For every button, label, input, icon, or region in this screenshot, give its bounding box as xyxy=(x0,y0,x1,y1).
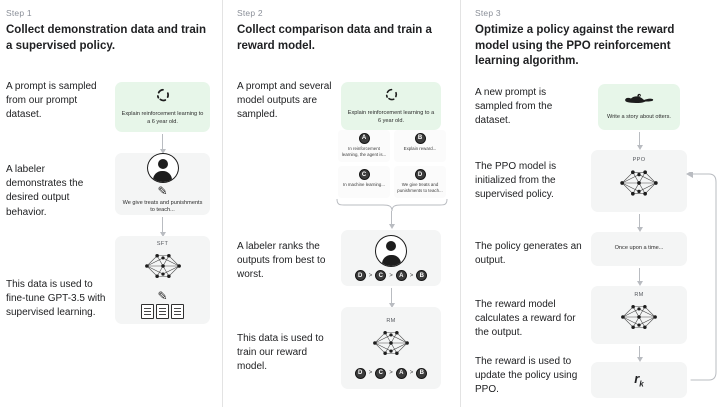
neural-net-icon xyxy=(616,165,662,206)
step-3-ppo-tag: PPO xyxy=(632,156,646,163)
neural-net-icon xyxy=(617,300,661,339)
step-3-output-text: Once upon a time... xyxy=(614,245,664,252)
rm-rank-badge-2: C xyxy=(375,367,387,379)
step-3-caption-4: The reward model calculates a reward for… xyxy=(475,299,576,339)
ppo-feedback-loop xyxy=(683,170,719,391)
step-1-sft-node[interactable]: SFT xyxy=(115,236,210,324)
output-text-b: Explain reward... xyxy=(403,145,437,151)
step-1-label: Step 1 xyxy=(6,8,32,18)
step-1-arrow-2 xyxy=(159,217,166,237)
step-2-rm-node[interactable]: RM xyxy=(341,307,441,389)
reward-symbol: rk xyxy=(634,371,644,389)
neural-net-icon xyxy=(369,326,413,365)
step-3-prompt-node[interactable]: Write a story about otters. xyxy=(598,84,680,130)
output-badge-b: B xyxy=(414,132,426,144)
output-badge-c: C xyxy=(358,169,370,180)
rank-badge-1: D xyxy=(354,270,366,281)
step-2-ranking-node[interactable]: D > C > A > B xyxy=(341,230,441,286)
rank-gt-2: > xyxy=(389,272,393,279)
step-2-title: Collect comparison data and train a rewa… xyxy=(237,24,432,52)
output-text-c: In machine learning... xyxy=(343,182,385,187)
step-1-caption-2: A labeler demonstrates the desired outpu… xyxy=(6,164,84,218)
step-1-column: Step 1 Collect demonstration data and tr… xyxy=(0,0,222,407)
otter-icon xyxy=(624,92,654,111)
output-card-a[interactable]: A In reinforcement learning, the agent i… xyxy=(338,129,390,162)
step-3-arrow-1 xyxy=(636,132,643,150)
rank-badge-3: A xyxy=(395,270,407,281)
rank-badge-2: C xyxy=(375,270,387,281)
person-icon xyxy=(146,153,179,183)
ranking-row-labeler: D > C > A > B xyxy=(354,270,428,281)
step-1-labeler-text: We give treats and punishments to teach.… xyxy=(122,199,203,214)
recycle-icon xyxy=(384,87,399,107)
step-2-prompt-node[interactable]: Explain reinforcement learning to a 6 ye… xyxy=(341,82,441,130)
output-card-b[interactable]: B Explain reward... xyxy=(394,129,446,162)
rm-rank-gt-3: > xyxy=(409,370,414,376)
step-2-rm-tag: RM xyxy=(386,317,396,324)
step-2-outputs-group: A In reinforcement learning, the agent i… xyxy=(333,129,451,199)
neural-net-icon xyxy=(141,249,185,288)
output-text-a: In reinforcement learning, the agent is.… xyxy=(341,145,387,157)
step-1-arrow-1 xyxy=(159,134,166,154)
step-2-caption-1: A prompt and several model outputs are s… xyxy=(237,81,332,121)
step-3-rm-tag: RM xyxy=(634,291,644,298)
step-1-prompt-node[interactable]: Explain reinforcement learning to a 6 ye… xyxy=(115,82,210,132)
step-3-caption-2: The PPO model is initialized from the su… xyxy=(475,161,557,201)
step-3-arrow-4 xyxy=(636,346,643,362)
rank-gt-1: > xyxy=(368,272,373,279)
step-2-caption-2: A labeler ranks the outputs from best to… xyxy=(237,241,326,281)
step-3-rm-node[interactable]: RM xyxy=(591,286,687,344)
step-3-reward-node[interactable]: rk xyxy=(591,362,687,398)
step-1-caption-1: A prompt is sampled from our prompt data… xyxy=(6,81,97,121)
output-badge-a: A xyxy=(358,132,370,144)
step-1-prompt-text: Explain reinforcement learning to a 6 ye… xyxy=(121,111,204,125)
output-text-d: We give treats and punishments to teach.… xyxy=(397,182,443,194)
ranking-row-rm: D > C > A > B xyxy=(354,367,428,379)
step-3-title: Optimize a policy against the reward mod… xyxy=(475,24,675,68)
rm-rank-badge-4: B xyxy=(416,367,428,379)
person-icon xyxy=(375,235,407,267)
step-3-caption-1: A new prompt is sampled from the dataset… xyxy=(475,87,553,127)
step-3-arrow-2 xyxy=(636,214,643,232)
rank-badge-4: B xyxy=(416,270,428,281)
step-3-caption-3: The policy generates an output. xyxy=(475,241,582,267)
step-2-arrow-2 xyxy=(388,288,395,308)
output-badge-d: D xyxy=(414,169,426,180)
pencil-icon: ✎ xyxy=(157,183,168,198)
recycle-icon xyxy=(155,87,171,108)
step-3-label: Step 3 xyxy=(475,8,501,18)
pencil-icon: ✎ xyxy=(157,289,168,303)
step-2-arrow-1 xyxy=(388,211,395,229)
output-card-c[interactable]: C In machine learning... xyxy=(338,166,390,199)
step-3-output-node[interactable]: Once upon a time... xyxy=(591,232,687,266)
rm-rank-gt-1: > xyxy=(368,370,373,376)
step-3-arrow-3 xyxy=(636,268,643,286)
step-2-brace xyxy=(335,198,449,217)
step-2-label: Step 2 xyxy=(237,8,263,18)
step-1-title: Collect demonstration data and train a s… xyxy=(6,24,206,52)
rm-rank-badge-1: D xyxy=(354,367,366,379)
documents-icon xyxy=(141,304,184,319)
step-1-labeler-node[interactable]: ✎ We give treats and punishments to teac… xyxy=(115,153,210,215)
step-2-caption-3: This data is used to train our reward mo… xyxy=(237,333,324,373)
rm-rank-gt-2: > xyxy=(389,370,393,376)
rm-rank-badge-3: A xyxy=(395,367,407,379)
step-3-caption-5: The reward is used to update the policy … xyxy=(475,356,578,396)
output-card-d[interactable]: D We give treats and punishments to teac… xyxy=(394,166,446,199)
rank-gt-3: > xyxy=(409,272,414,279)
step-3-column: Step 3 Optimize a policy against the rew… xyxy=(460,0,720,407)
step-3-ppo-node[interactable]: PPO xyxy=(591,150,687,212)
step-1-caption-3: This data is used to fine-tune GPT-3.5 w… xyxy=(6,279,106,319)
step-3-prompt-text: Write a story about otters. xyxy=(607,114,671,121)
step-1-sft-tag: SFT xyxy=(156,241,169,247)
step-2-column: Step 2 Collect comparison data and train… xyxy=(222,0,460,407)
step-2-prompt-text: Explain reinforcement learning to a 6 ye… xyxy=(347,109,435,124)
